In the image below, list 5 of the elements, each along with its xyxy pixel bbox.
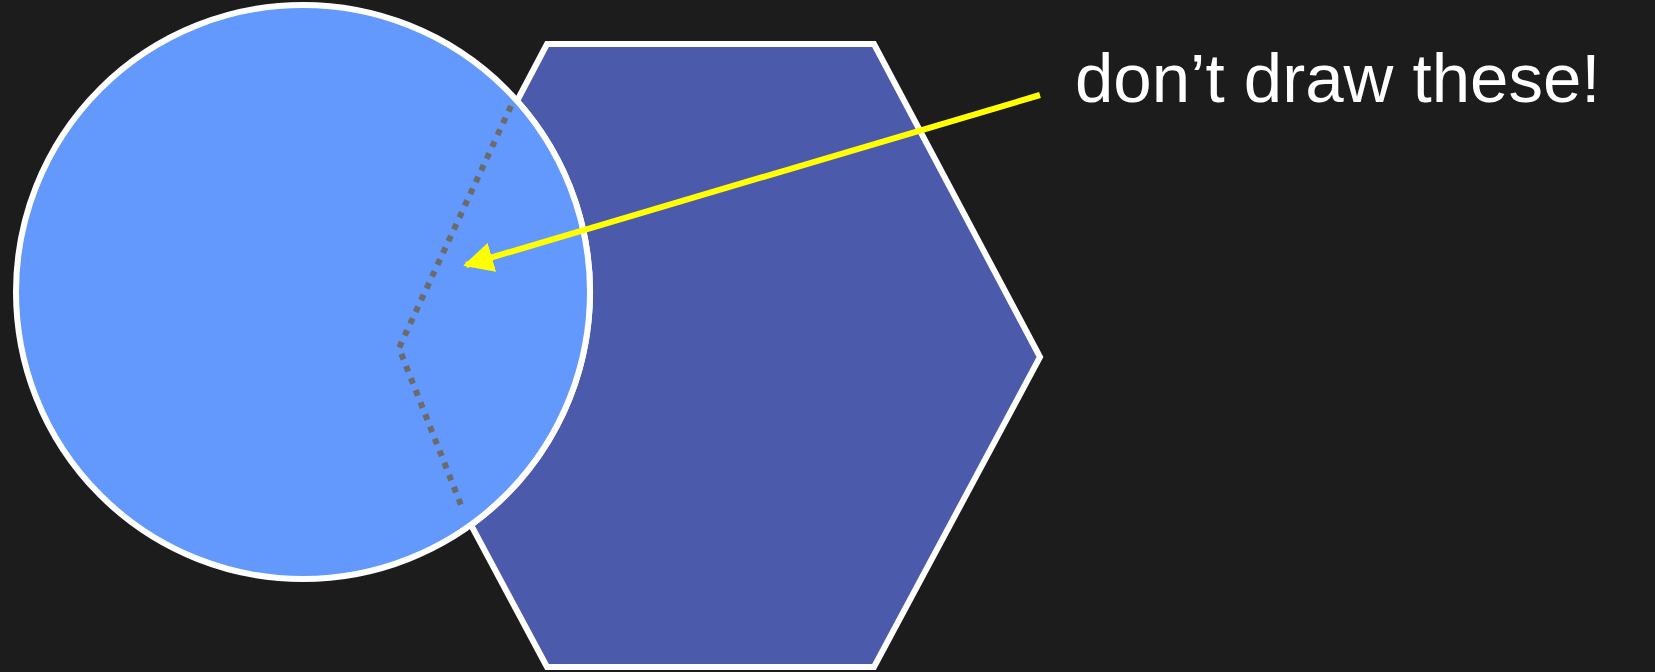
hexagon-shape xyxy=(468,41,1043,670)
leader-line xyxy=(463,92,1041,272)
note-text: don’t draw these! xyxy=(1075,44,1601,113)
circle-shape xyxy=(13,2,593,582)
dotted-line xyxy=(395,104,514,507)
